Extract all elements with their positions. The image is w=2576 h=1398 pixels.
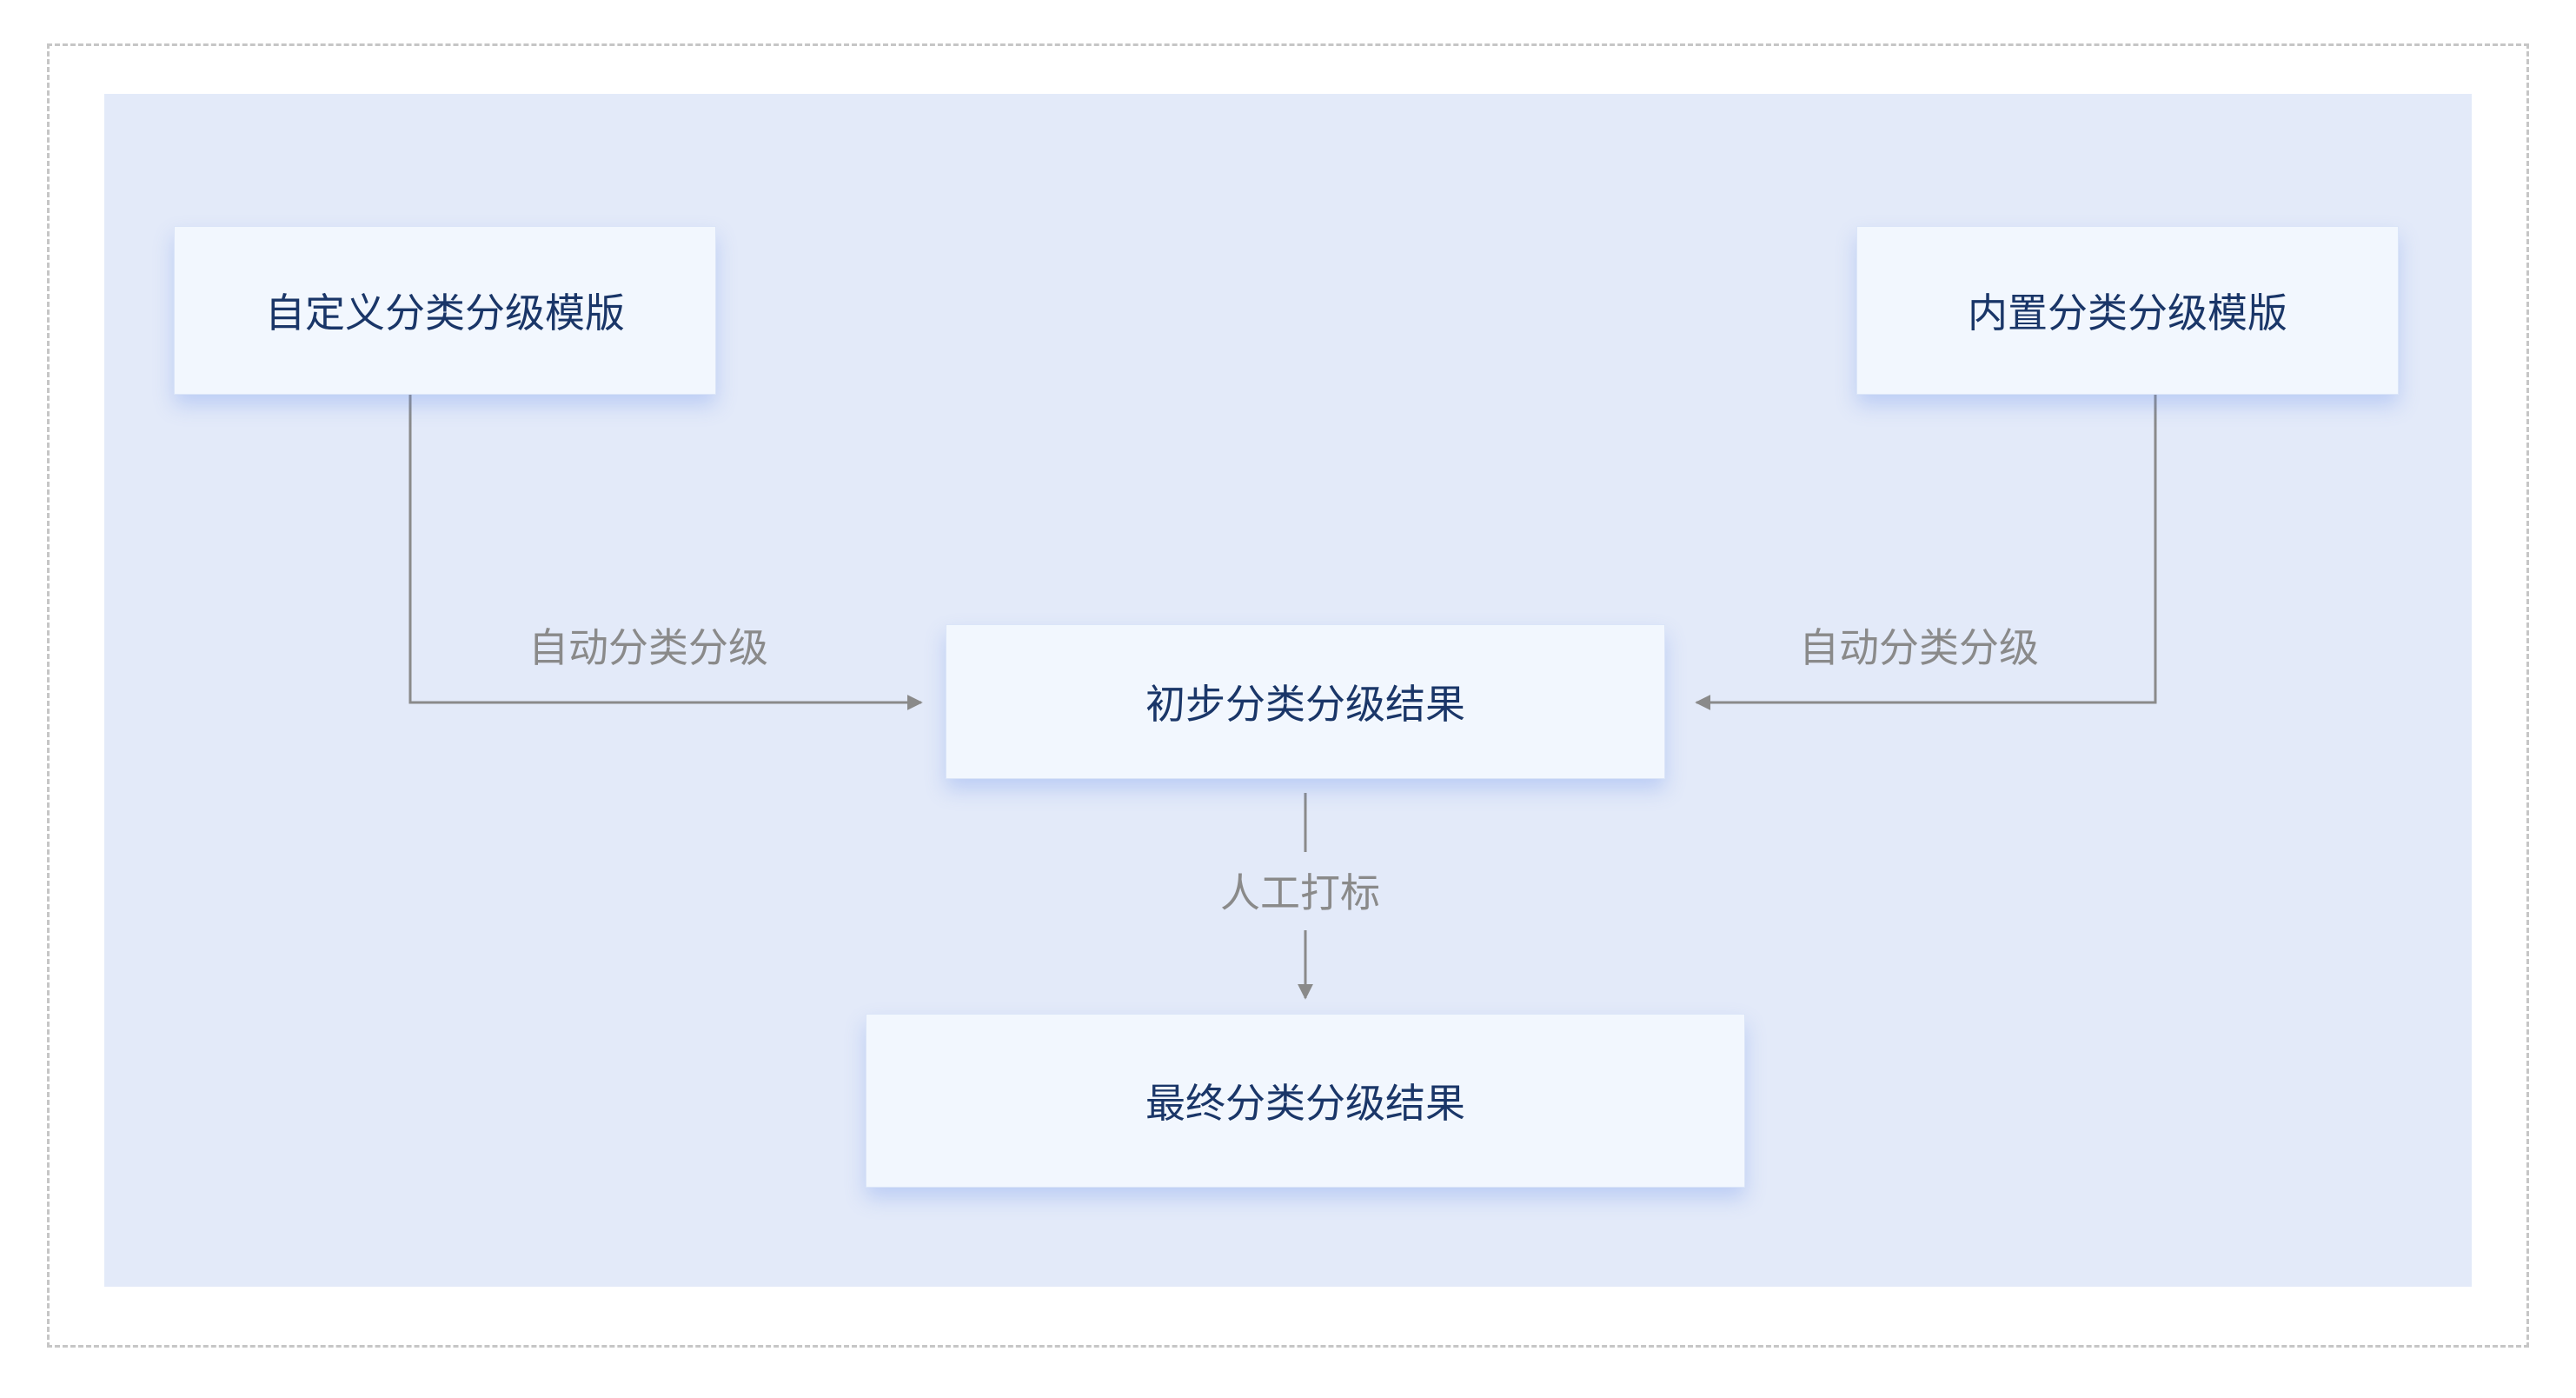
edge-label-left-auto: 自动分类分级 (528, 624, 768, 671)
node-final-result: 最终分类分级结果 (866, 1014, 1745, 1188)
edge-label-manual: 人工打标 (1220, 869, 1380, 916)
node-builtin-template-label: 内置分类分级模版 (1968, 290, 2287, 336)
node-custom-template-label: 自定义分类分级模版 (265, 290, 625, 336)
node-preliminary-result-label: 初步分类分级结果 (1145, 681, 1465, 728)
node-preliminary-result: 初步分类分级结果 (946, 624, 1665, 779)
edge-builtin-to-preliminary (1695, 395, 2157, 710)
node-custom-template: 自定义分类分级模版 (174, 226, 716, 395)
edge-label-right-auto: 自动分类分级 (1799, 624, 2039, 671)
edge-custom-to-preliminary (408, 395, 923, 710)
node-builtin-template: 内置分类分级模版 (1856, 226, 2399, 395)
node-final-result-label: 最终分类分级结果 (1145, 1080, 1465, 1127)
outer-dashed-frame (47, 43, 2529, 1348)
